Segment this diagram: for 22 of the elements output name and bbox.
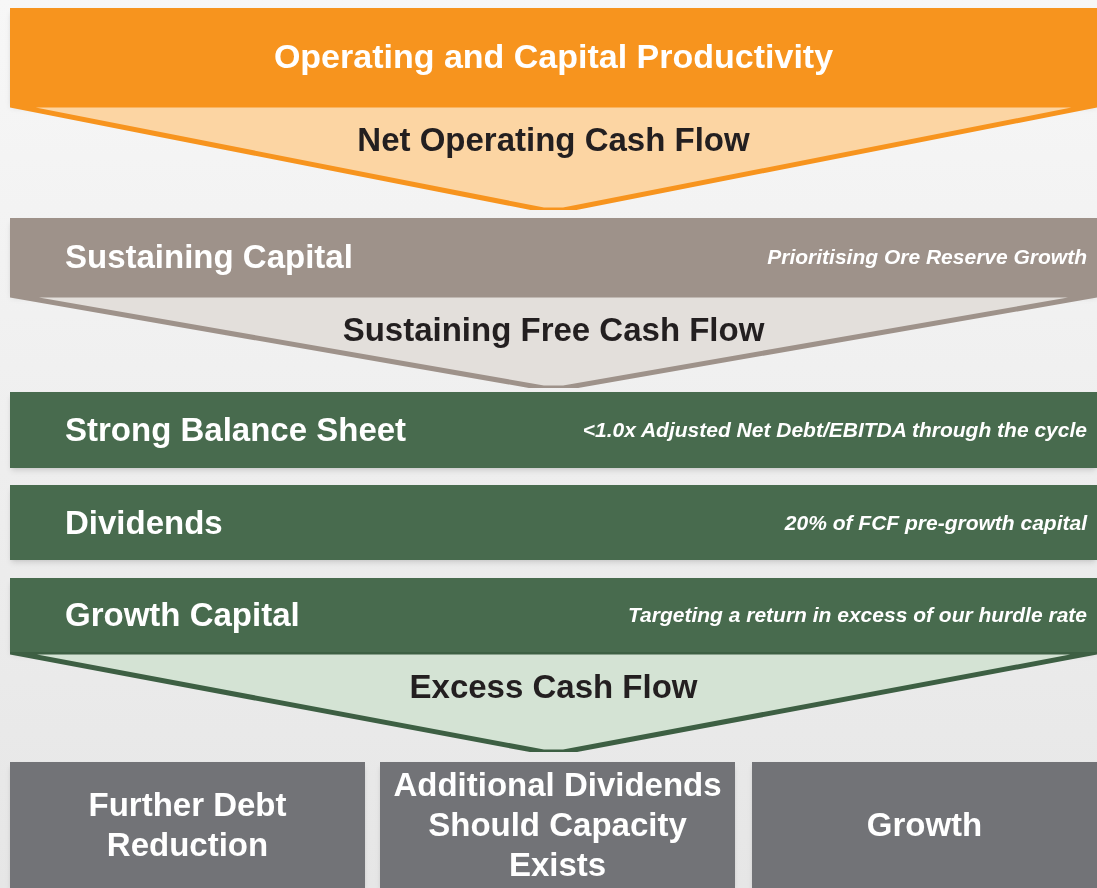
box-label: Additional Dividends Should Capacity Exists: [392, 765, 723, 885]
category-band: [10, 578, 1097, 652]
band-heading: Operating and Capital Productivity: [273, 36, 834, 77]
outcome-box: [10, 762, 365, 888]
band-heading: Strong Balance Sheet: [65, 410, 407, 451]
outcome-box: [752, 762, 1097, 888]
flow-label: Sustaining Free Cash Flow: [342, 310, 765, 350]
band-heading: Growth Capital: [65, 595, 300, 636]
band-note: <1.0x Adjusted Net Debt/EBITDA through the cycle: [582, 417, 1087, 444]
category-band: [10, 218, 1097, 295]
title-band: [10, 8, 1097, 105]
box-label: Growth: [866, 805, 983, 845]
flow-label: Excess Cash Flow: [409, 667, 698, 707]
category-band: [10, 485, 1097, 560]
band-note: Targeting a return in excess of our hurdle rate: [628, 602, 1087, 629]
band-note: Prioritising Ore Reserve Growth: [767, 243, 1087, 270]
box-label: Further Debt Reduction: [87, 785, 288, 865]
band-note: 20% of FCF pre-growth capital: [784, 509, 1087, 536]
flow-label: Net Operating Cash Flow: [357, 120, 750, 160]
band-heading: Dividends: [65, 502, 223, 543]
category-band: [10, 392, 1097, 468]
band-heading: Sustaining Capital: [65, 236, 353, 277]
